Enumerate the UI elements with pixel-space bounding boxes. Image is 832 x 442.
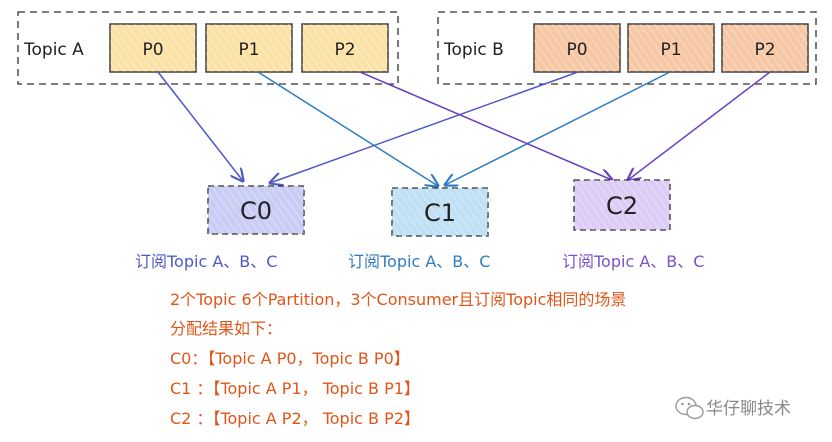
summary-line-1: 2个Topic 6个Partition，3个Consumer且订阅Topic相同…	[170, 290, 626, 309]
consumer-c1: C1	[391, 187, 489, 237]
caption-c0: 订阅Topic A、B、C	[135, 252, 277, 271]
edge-b-p2-to-c2	[628, 71, 771, 180]
consumer-c0-label: C0	[240, 197, 272, 225]
caption-c1: 订阅Topic A、B、C	[348, 252, 490, 271]
topic-a-p1-label: P1	[238, 40, 259, 60]
topic-a-group: Topic A P0 P1 P2	[17, 11, 399, 85]
caption-c2: 订阅Topic A、B、C	[562, 252, 704, 271]
edge-b-p0-to-c0	[270, 71, 579, 183]
topic-b-group: Topic B P0 P1 P2	[437, 11, 817, 85]
topic-a-label: Topic A	[23, 40, 84, 60]
topic-b-frame	[437, 11, 817, 85]
summary-block: 2个Topic 6个Partition，3个Consumer且订阅Topic相同…	[170, 290, 626, 428]
edge-a-p1-to-c1	[257, 71, 438, 186]
consumer-c1-label: C1	[424, 199, 456, 227]
topic-b-label: Topic B	[443, 40, 504, 60]
consumer-c2-label: C2	[606, 192, 638, 220]
topic-a-p0-label: P0	[142, 40, 163, 60]
assignment-edges	[157, 71, 771, 186]
summary-line-2: 分配结果如下：	[170, 319, 282, 338]
edge-a-p0-to-c0	[157, 71, 243, 181]
edge-b-p1-to-c1	[445, 71, 671, 185]
consumer-c2: C2	[573, 179, 671, 231]
topic-a-frame	[17, 11, 399, 85]
edge-a-p2-to-c2	[359, 71, 612, 180]
wechat-icon	[675, 396, 704, 420]
summary-line-4: C1 ：【Topic A P1， Topic B P1】	[170, 379, 420, 398]
summary-line-3: C0：【Topic A P0，Topic B P0】	[170, 349, 410, 368]
watermark: 华仔聊技术	[675, 396, 791, 420]
summary-line-5: C2 ：【Topic A P2， Topic B P2】	[170, 409, 420, 428]
topic-b-p0-label: P0	[566, 40, 587, 60]
topic-a-p2-label: P2	[334, 40, 355, 60]
topic-b-p1-label: P1	[660, 40, 681, 60]
watermark-text: 华仔聊技术	[706, 399, 791, 419]
consumer-c0: C0	[207, 185, 305, 235]
topic-b-p2-label: P2	[754, 40, 775, 60]
